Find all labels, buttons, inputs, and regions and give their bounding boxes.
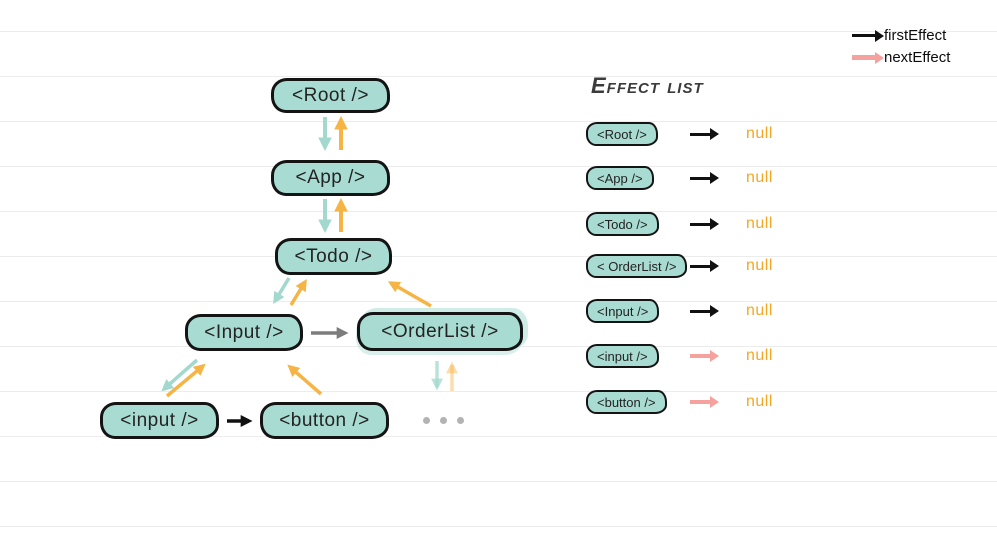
tree-node-input-component: <Input />	[185, 314, 303, 351]
first-effect-arrow	[690, 176, 711, 180]
effect-null-value: null	[746, 169, 773, 186]
effect-list-row-app: <App /> null	[586, 160, 866, 196]
legend-item-next-effect: nextEffect	[852, 48, 950, 67]
tree-node-todo: <Todo />	[275, 238, 392, 275]
effect-null-value: null	[746, 302, 773, 319]
effect-node-pill: <App />	[586, 166, 654, 190]
effect-node-pill: < OrderList />	[586, 254, 688, 278]
effect-null-value: null	[746, 125, 773, 142]
legend-item-first-effect: firstEffect	[852, 26, 950, 45]
arrow-input-to-todo-return	[289, 278, 307, 306]
effect-null-value: null	[746, 347, 773, 364]
first-effect-arrow	[690, 264, 711, 268]
effect-list-row-todo: <Todo /> null	[586, 206, 866, 242]
effect-list-row-button-element: <button /> null	[586, 384, 866, 420]
effect-node-pill: <Input />	[586, 299, 660, 323]
effect-node-pill: <Todo />	[586, 212, 659, 236]
first-effect-arrow-icon	[852, 33, 876, 38]
effect-list-title: Effect list	[591, 73, 704, 98]
first-effect-arrow	[690, 132, 711, 136]
tree-node-root: <Root />	[271, 78, 390, 113]
effect-null-value: null	[746, 393, 773, 410]
tree-node-orderlist: <OrderList />	[357, 312, 523, 351]
legend: firstEffect nextEffect	[852, 26, 950, 67]
arrow-orderlist-to-todo-return	[387, 281, 432, 308]
effect-null-value: null	[746, 257, 773, 274]
arrow-button-to-input-return	[287, 364, 323, 396]
arrow-input-to-inputel-child	[161, 358, 199, 392]
effect-list-row-input-component: <Input /> null	[586, 293, 866, 329]
effect-null-value: null	[746, 215, 773, 232]
next-effect-arrow	[690, 354, 711, 358]
arrow-todo-to-input-child	[273, 277, 291, 305]
next-effect-arrow	[690, 400, 711, 404]
tree-node-button-element: <button />	[260, 402, 389, 439]
legend-label-first-effect: firstEffect	[884, 27, 947, 44]
effect-list-row-orderlist: < OrderList /> null	[586, 248, 866, 284]
first-effect-arrow	[690, 222, 711, 226]
effect-list-row-root: <Root /> null	[586, 116, 866, 152]
effect-node-pill: <Root />	[586, 122, 658, 146]
ellipsis-icon	[423, 417, 464, 424]
first-effect-arrow	[690, 309, 711, 313]
arrow-inputel-to-input-return	[165, 363, 206, 398]
effect-node-pill: <button />	[586, 390, 667, 414]
effect-node-pill: <input />	[586, 344, 659, 368]
tree-node-app: <App />	[271, 160, 390, 196]
tree-node-input-element: <input />	[100, 402, 219, 439]
effect-list-row-input-element: <input /> null	[586, 338, 866, 374]
next-effect-arrow-icon	[852, 55, 876, 60]
legend-label-next-effect: nextEffect	[884, 49, 951, 66]
